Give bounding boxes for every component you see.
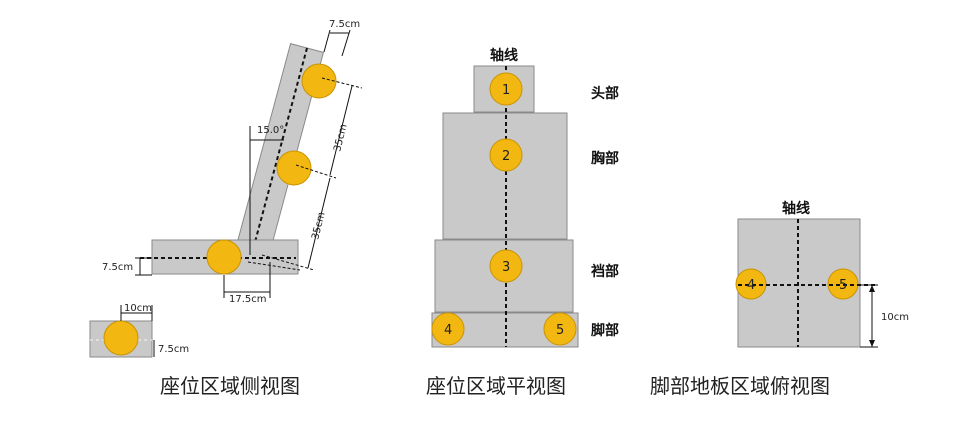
plan-region-crotch: 裆部 bbox=[590, 263, 619, 280]
plan-point-4 bbox=[431, 312, 465, 346]
floor-point-5-label: 5 bbox=[839, 278, 847, 293]
chest-marker bbox=[276, 150, 312, 186]
dim-offset-extension bbox=[247, 261, 301, 271]
floor-dim-arrow-top bbox=[869, 285, 875, 292]
plan-point-4-label: 4 bbox=[444, 323, 452, 338]
floor-dim-arrow-bottom bbox=[869, 340, 875, 347]
dim-lower-line bbox=[307, 177, 331, 269]
dim-mid-extension bbox=[295, 164, 337, 179]
plan-point-1-label: 1 bbox=[502, 83, 510, 98]
dim-seat-height: 7.5cm bbox=[102, 262, 133, 273]
plan-point-3 bbox=[489, 249, 523, 283]
plan-point-1 bbox=[489, 72, 523, 106]
dim-angle: 15.0° bbox=[257, 125, 284, 136]
plan-axis-label: 轴线 bbox=[490, 47, 518, 64]
dim-top-leader-left bbox=[323, 29, 331, 53]
plan-chest-panel bbox=[442, 112, 568, 240]
plan-region-chest: 胸部 bbox=[591, 150, 619, 167]
plan-view-caption: 座位区域平视图 bbox=[426, 374, 566, 398]
floor-axis-label: 轴线 bbox=[782, 200, 810, 217]
plan-point-3-label: 3 bbox=[502, 260, 510, 275]
floor-point-4-label: 4 bbox=[747, 278, 755, 293]
dim-top-width: 7.5cm bbox=[329, 19, 360, 30]
dim-foot-width: 10cm bbox=[124, 303, 152, 314]
floor-view-caption: 脚部地板区域俯视图 bbox=[650, 374, 830, 398]
dim-seat-back-upper: 35cm bbox=[332, 123, 349, 153]
floor-view: 4 5 轴线 10cm 脚部地板区域俯视图 bbox=[650, 200, 909, 398]
dim-seat-back-lower: 35cm bbox=[310, 211, 327, 241]
plan-point-2 bbox=[489, 138, 523, 172]
dim-top-leader-right bbox=[341, 29, 351, 57]
dim-lower-extension bbox=[261, 254, 315, 271]
head-marker bbox=[301, 63, 337, 99]
dim-seat-offset: 17.5cm bbox=[229, 294, 267, 305]
plan-point-2-label: 2 bbox=[502, 149, 510, 164]
dim-upper-extension bbox=[321, 77, 363, 89]
dim-upper-line bbox=[329, 85, 353, 176]
plan-view: 1 2 3 4 5 轴线 头部 胸部 裆部 脚部 座位区域平视图 bbox=[426, 47, 619, 398]
plan-region-head: 头部 bbox=[591, 85, 619, 102]
floor-dim-offset: 10cm bbox=[881, 312, 909, 323]
plan-region-foot: 脚部 bbox=[591, 322, 619, 339]
plan-point-5-label: 5 bbox=[556, 323, 564, 338]
seat-marker bbox=[206, 239, 242, 275]
side-view-caption: 座位区域侧视图 bbox=[160, 374, 300, 398]
side-view: 7.5cm 35cm 35cm 15.0° 7.5cm 17.5cm 10cm bbox=[89, 19, 363, 398]
dim-foot-height: 7.5cm bbox=[158, 344, 189, 355]
foot-marker bbox=[103, 320, 139, 356]
plan-point-5 bbox=[543, 312, 577, 346]
